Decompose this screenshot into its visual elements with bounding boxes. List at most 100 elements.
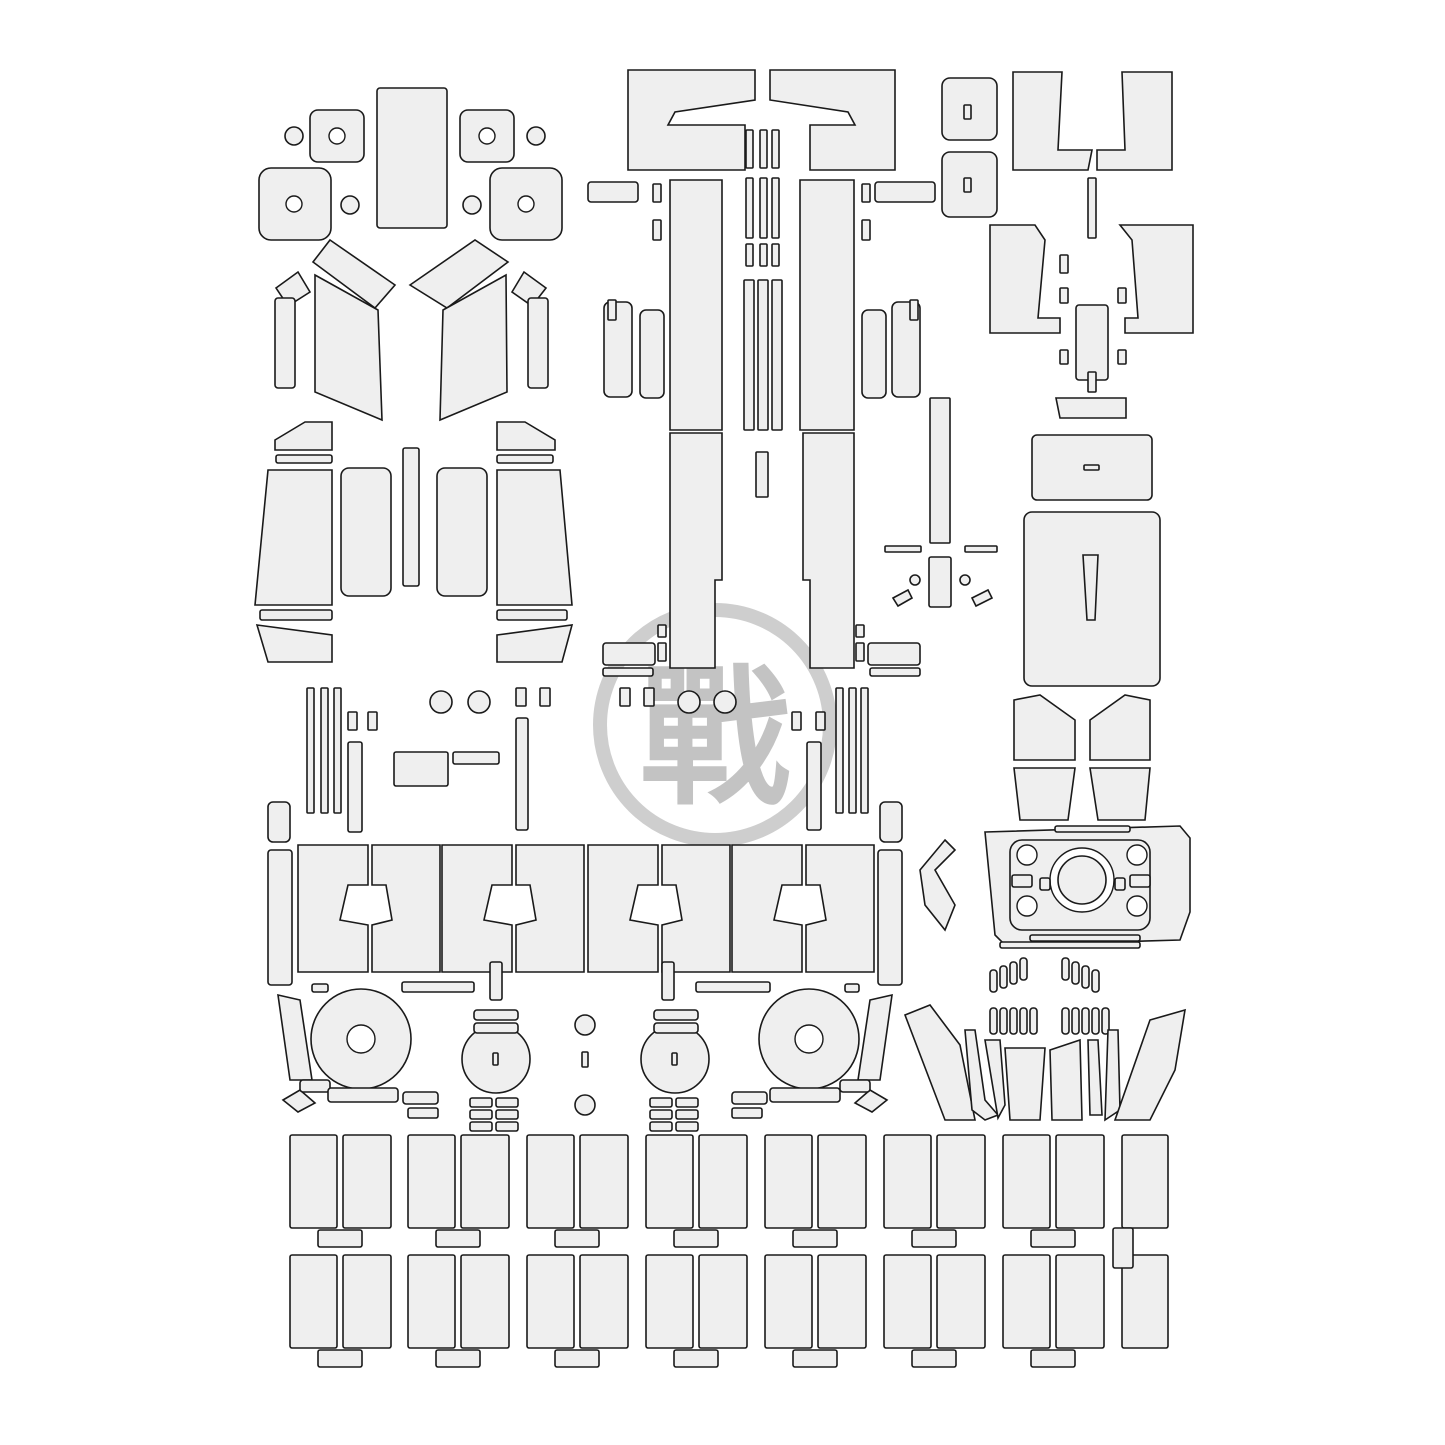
mask-piece <box>587 844 659 973</box>
mask-piece <box>1117 287 1127 304</box>
mask-piece <box>911 1229 957 1248</box>
mask-piece <box>1059 349 1069 365</box>
mask-piece-round <box>346 1024 376 1054</box>
mask-piece <box>964 545 998 553</box>
mask-piece <box>652 219 662 241</box>
mask-piece <box>698 1254 748 1349</box>
mask-piece <box>1075 304 1109 381</box>
mask-piece <box>1082 554 1099 621</box>
mask-piece <box>771 129 780 169</box>
mask-piece <box>602 667 654 677</box>
mask-piece-round <box>677 690 701 714</box>
mask-piece <box>1009 961 1018 985</box>
mask-piece <box>1059 287 1069 304</box>
mask-piece <box>1091 1007 1100 1035</box>
mask-piece <box>919 838 957 932</box>
mask-piece <box>1081 965 1090 989</box>
mask-piece <box>314 273 383 422</box>
mask-piece <box>289 1254 338 1349</box>
mask-piece <box>407 1254 456 1349</box>
mask-piece <box>649 1097 673 1108</box>
mask-piece <box>495 1097 519 1108</box>
mask-piece <box>1087 177 1097 239</box>
mask-piece <box>1114 877 1126 891</box>
mask-piece <box>928 556 952 608</box>
mask-piece <box>867 642 921 666</box>
mask-piece <box>1054 825 1131 833</box>
mask-piece <box>435 1349 481 1368</box>
mask-piece <box>857 993 893 1081</box>
mask-piece <box>317 1229 363 1248</box>
mask-piece <box>402 447 420 587</box>
mask-piece-round <box>462 195 482 215</box>
mask-piece <box>802 432 855 669</box>
mask-piece <box>675 1097 699 1108</box>
mask-piece <box>731 844 803 973</box>
mask-piece <box>661 961 675 1001</box>
mask-piece <box>771 279 783 431</box>
mask-piece-round <box>1126 844 1148 866</box>
mask-piece <box>1089 767 1151 821</box>
mask-piece <box>469 1121 493 1132</box>
mask-piece <box>731 1107 763 1119</box>
watermark-glyph: 戰 <box>640 650 790 826</box>
mask-piece <box>891 301 921 398</box>
mask-piece <box>1117 349 1127 365</box>
mask-piece <box>1012 71 1093 171</box>
mask-piece <box>492 1052 499 1066</box>
mask-piece <box>619 687 631 707</box>
mask-piece <box>911 1349 957 1368</box>
mask-piece <box>989 1007 998 1035</box>
mask-piece <box>669 432 723 669</box>
mask-piece <box>861 219 871 241</box>
mask-piece-round <box>959 574 971 586</box>
mask-piece <box>1101 1007 1110 1035</box>
mask-piece <box>1055 1134 1105 1229</box>
mask-piece <box>1096 71 1173 171</box>
mask-piece <box>274 297 296 389</box>
mask-piece <box>1121 1134 1169 1229</box>
mask-piece <box>771 177 780 239</box>
mask-piece <box>848 687 857 814</box>
mask-piece <box>1118 224 1194 334</box>
mask-piece <box>526 1134 575 1229</box>
mask-piece <box>274 421 333 451</box>
mask-piece <box>527 297 549 389</box>
mask-piece <box>327 1087 399 1103</box>
mask-piece-round <box>574 1094 596 1116</box>
mask-piece <box>839 1079 871 1093</box>
mask-piece-round <box>526 126 546 146</box>
mask-piece <box>299 1079 331 1093</box>
mask-piece <box>903 1004 976 1121</box>
mask-piece <box>929 397 951 544</box>
mask-piece-round <box>285 195 303 213</box>
mask-piece <box>1030 1349 1076 1368</box>
mask-piece <box>607 299 617 321</box>
mask-piece <box>984 1039 1006 1121</box>
mask-piece <box>311 983 329 993</box>
mask-piece <box>469 1097 493 1108</box>
mask-piece <box>515 687 527 707</box>
mask-piece <box>496 454 554 464</box>
mask-piece <box>805 844 875 973</box>
mask-piece-round <box>328 127 346 145</box>
mask-piece <box>745 243 754 267</box>
mask-piece <box>581 1051 589 1068</box>
mask-piece <box>649 1121 673 1132</box>
mask-piece <box>855 624 865 638</box>
mask-piece <box>554 1229 600 1248</box>
mask-piece <box>1104 1029 1121 1122</box>
mask-piece-round <box>1016 895 1038 917</box>
mask-piece <box>376 87 448 229</box>
mask-piece <box>306 687 315 814</box>
mask-piece <box>869 667 921 677</box>
mask-piece <box>281 1089 317 1113</box>
mask-pieces <box>254 69 1194 1368</box>
mask-piece <box>657 624 667 638</box>
mask-piece <box>1089 694 1151 761</box>
mask-piece <box>1061 1007 1070 1035</box>
mask-piece <box>402 1091 439 1105</box>
mask-piece <box>645 1134 694 1229</box>
mask-piece <box>963 177 972 193</box>
